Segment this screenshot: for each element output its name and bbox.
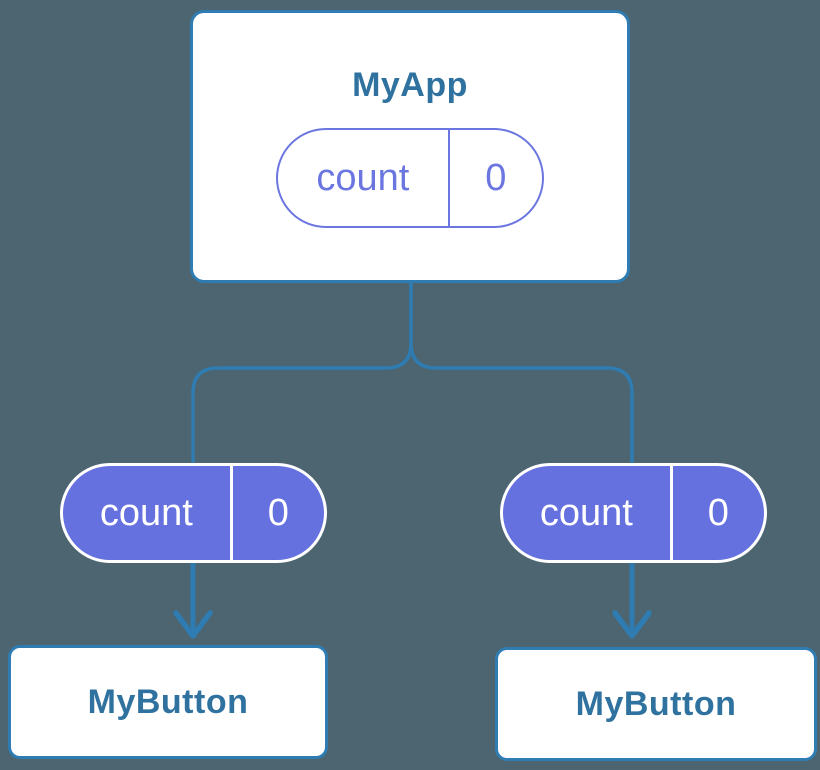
node-mybutton-right: MyButton [495,647,817,761]
prop-pill-right: count 0 [500,463,767,563]
state-pill-value: 0 [485,156,507,199]
prop-pill-left: count 0 [60,463,327,563]
node-mybutton-right-title: MyButton [575,684,737,723]
arrowhead-left-icon [173,610,213,639]
prop-pill-right-label: count [503,466,673,560]
edge-root-to-right-prop [409,282,634,465]
node-mybutton-left: MyButton [8,645,328,759]
state-pill-label: count [278,129,450,226]
prop-pill-right-value: 0 [707,492,729,534]
edge-root-to-left-prop [191,282,413,465]
arrowhead-right-icon [612,610,652,639]
state-pill-myapp: count 0 [276,127,544,228]
prop-pill-left-value: 0 [267,492,289,534]
prop-pill-left-label: count [63,466,233,560]
node-myapp: MyApp count 0 [190,10,630,283]
node-myapp-title: MyApp [352,66,468,105]
node-mybutton-left-title: MyButton [87,682,249,721]
